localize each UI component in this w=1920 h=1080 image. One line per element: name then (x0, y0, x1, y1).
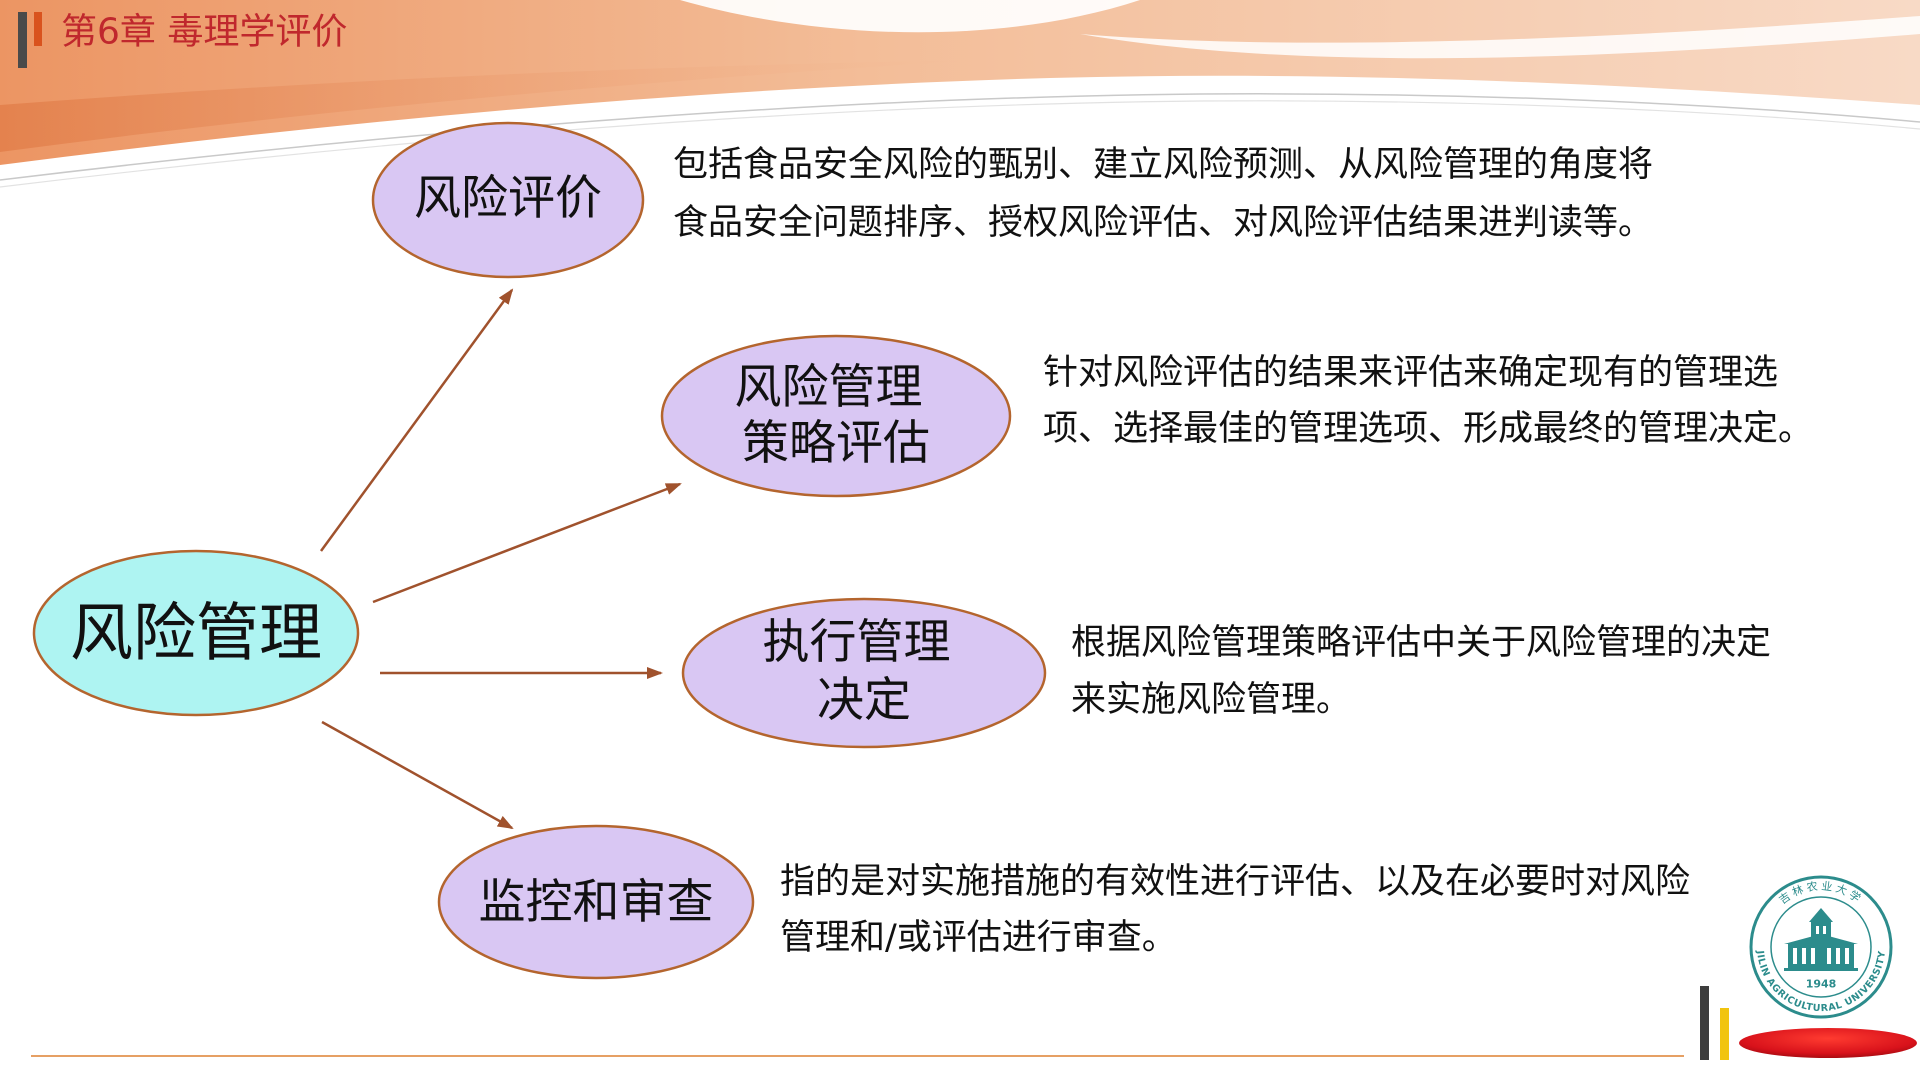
node-label-line: 执行管理 (763, 615, 951, 670)
description-strategy-evaluation: 针对风险评估的结果来评估来确定现有的管理选 项、选择最佳的管理选项、形成最终的管… (1043, 353, 1813, 449)
description-line: 根据风险管理策略评估中关于风险管理的决定 (1071, 623, 1771, 663)
description-line: 针对风险评估的结果来评估来确定现有的管理选 (1043, 353, 1778, 393)
arrow-to-monitor-review (322, 722, 512, 828)
arrow-to-risk-evaluation (321, 290, 512, 551)
description-line: 指的是对实施措施的有效性进行评估、以及在必要时对风险 (780, 862, 1690, 902)
arrow-to-strategy-evaluation (373, 484, 680, 602)
description-risk-evaluation: 包括食品安全风险的甄别、建立风险预测、从风险管理的角度将 食品安全问题排序、授权… (673, 145, 1664, 243)
center-node: 风险管理 (34, 551, 358, 715)
page-title: 第6章 毒理学评价 (61, 12, 347, 53)
node-monitor-review: 监控和审查 (439, 826, 753, 978)
footer (31, 986, 1917, 1060)
header-bar-dark (18, 12, 27, 68)
description-line: 来实施风险管理。 (1071, 680, 1351, 720)
description-line: 管理和/或评估进行审查。 (780, 918, 1177, 958)
node-label-line: 决定 (817, 673, 911, 728)
description-line: 食品安全问题排序、授权风险评估、对风险评估结果进判读等。 (673, 203, 1653, 243)
footer-bar-dark (1700, 986, 1709, 1060)
university-logo: 1948 JILIN AGRICULTURAL UNIVERSITY 吉林农业大… (1751, 877, 1891, 1017)
description-execute-decision: 根据风险管理策略评估中关于风险管理的决定 来实施风险管理。 (1071, 623, 1782, 720)
node-label-line: 监控和审查 (479, 875, 714, 930)
center-node-label: 风险管理 (70, 597, 322, 670)
node-risk-evaluation-label: 风险评价 (414, 171, 602, 226)
node-label-line: 风险管理 (735, 360, 923, 415)
description-monitor-review: 指的是对实施措施的有效性进行评估、以及在必要时对风险 管理和/或评估进行审查。 (780, 862, 1701, 958)
header-bar-accent (34, 12, 42, 46)
description-line: 包括食品安全风险的甄别、建立风险预测、从风险管理的角度将 (673, 145, 1653, 185)
node-strategy-evaluation: 风险管理 策略评估 (662, 336, 1010, 496)
node-monitor-review-label: 监控和审查 (479, 875, 714, 930)
description-line: 项、选择最佳的管理选项、形成最终的管理决定。 (1043, 409, 1813, 449)
node-label-line: 风险评价 (414, 171, 602, 226)
footer-line (31, 1055, 1684, 1057)
arrows (321, 290, 680, 828)
node-risk-evaluation: 风险评价 (373, 123, 643, 277)
node-execute-decision: 执行管理 决定 (683, 599, 1045, 747)
logo-year: 1948 (1806, 978, 1837, 991)
node-strategy-evaluation-label: 风险管理 策略评估 (735, 360, 938, 471)
node-label-line: 策略评估 (742, 416, 930, 471)
footer-red-disc (1739, 1028, 1917, 1058)
footer-bar-yellow (1720, 1008, 1729, 1060)
